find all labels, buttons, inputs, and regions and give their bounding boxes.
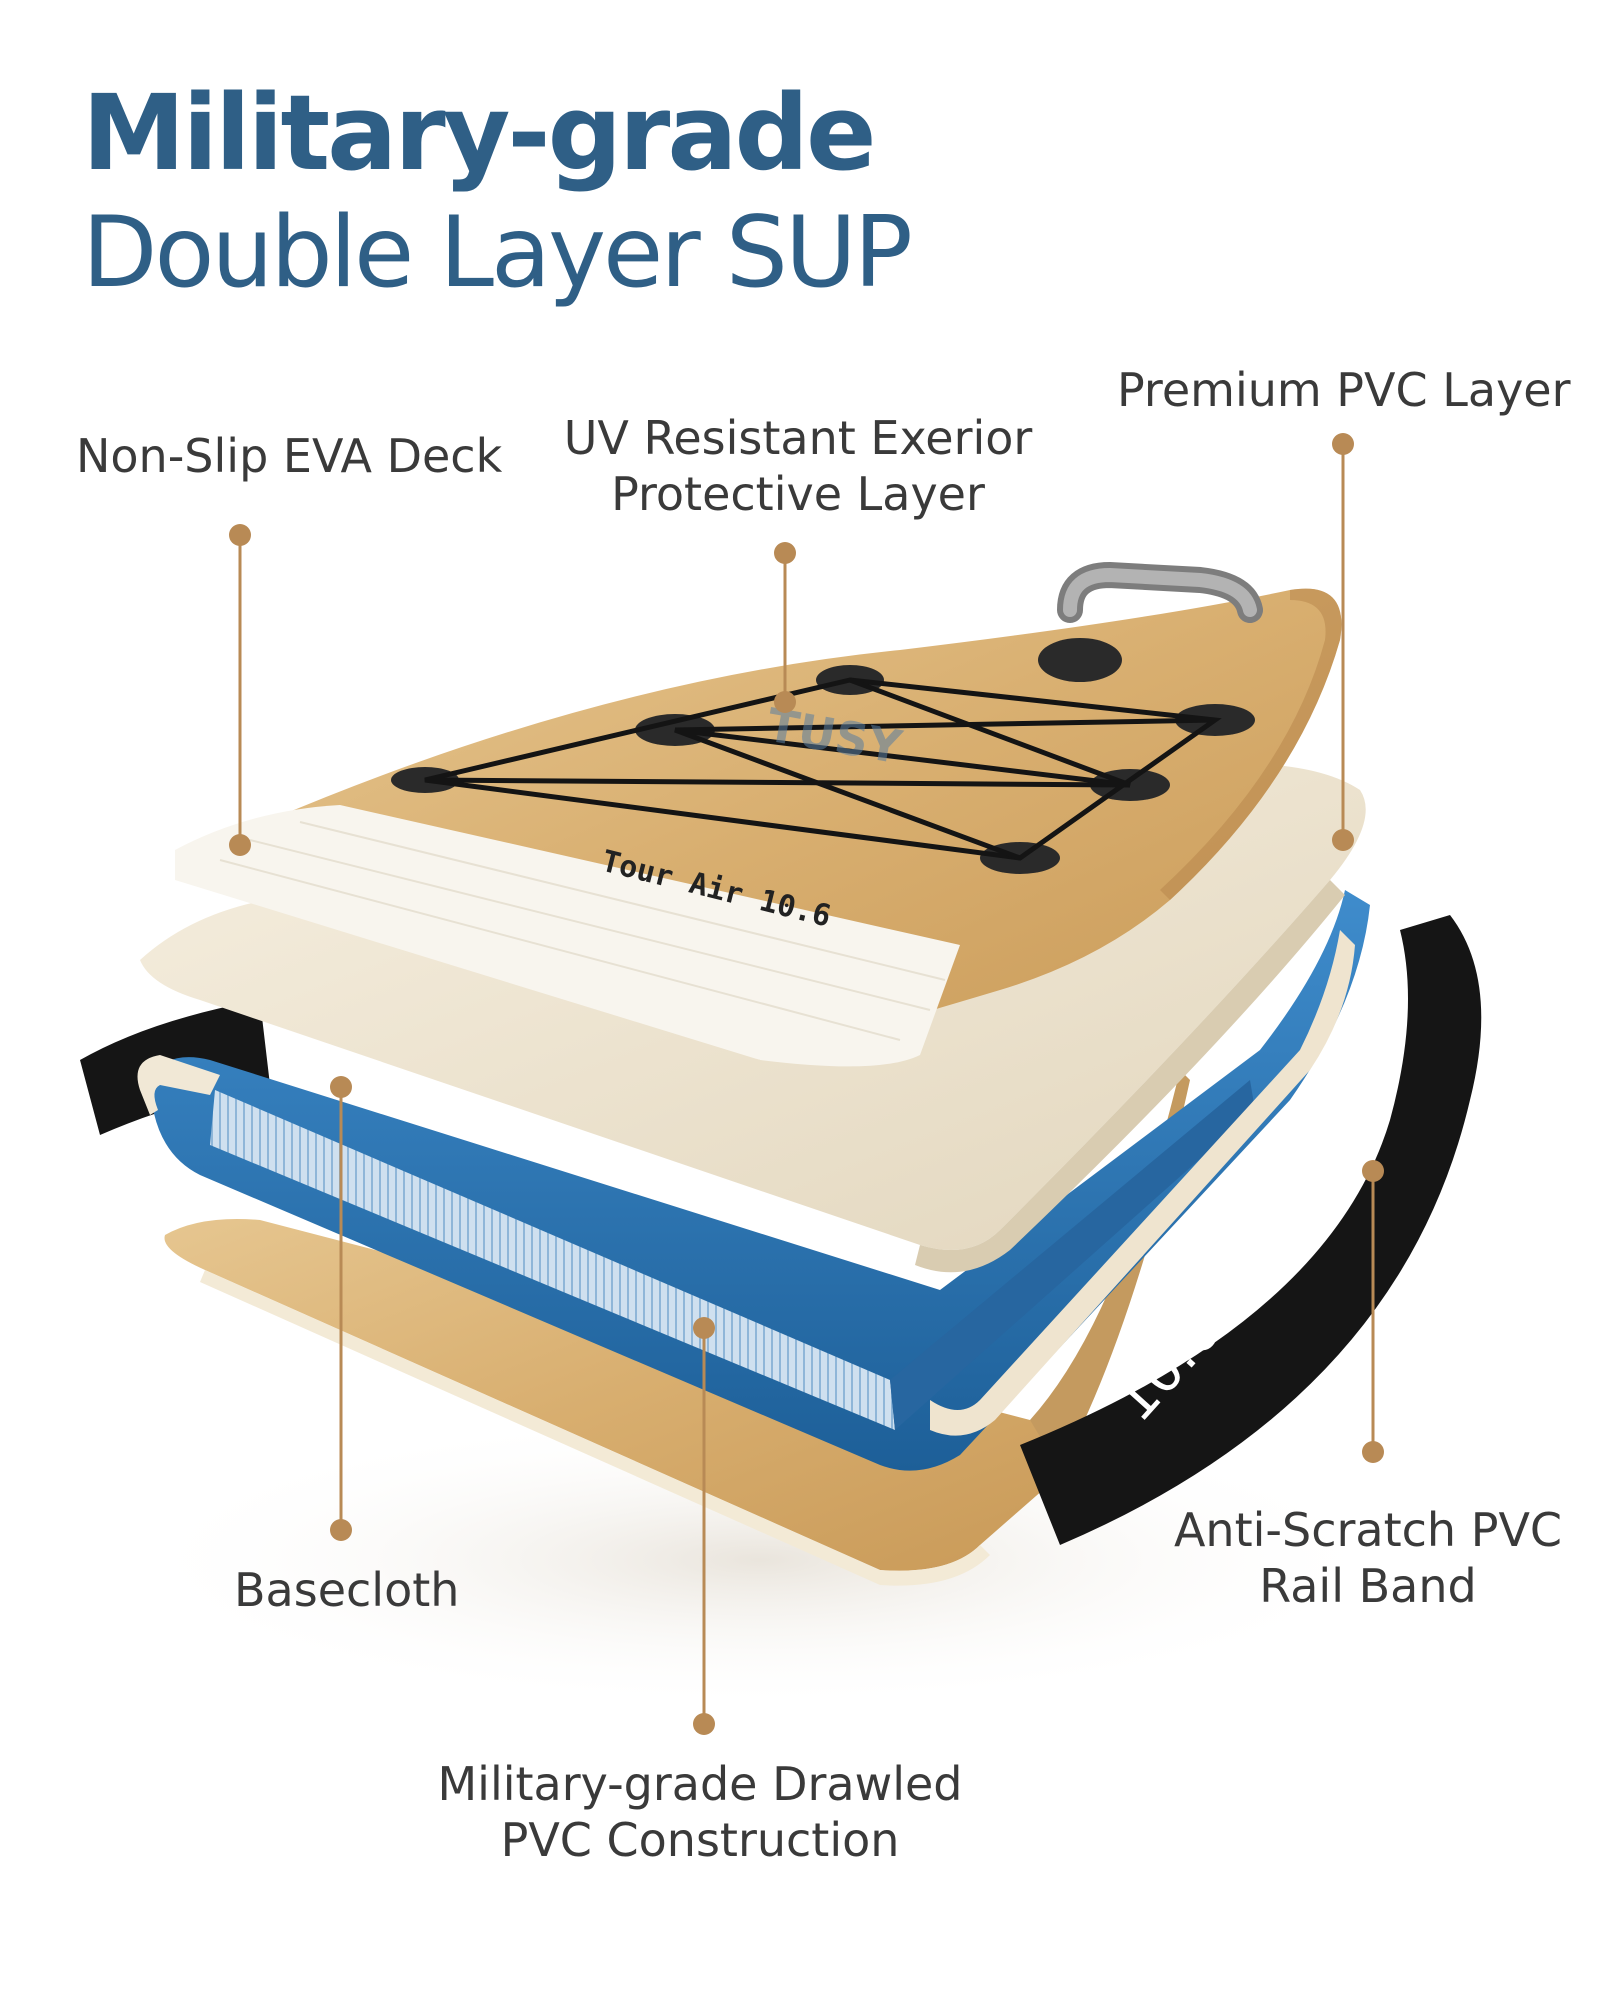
- basecloth-layer: [164, 1070, 1190, 1586]
- label-rail-band-line2: Rail Band: [1259, 1559, 1477, 1613]
- bungee-cords: [424, 677, 1222, 861]
- label-construction: Military-grade Drawled PVC Construction: [437, 1756, 962, 1868]
- label-basecloth: Basecloth: [234, 1563, 460, 1617]
- label-uv-layer-line2: Protective Layer: [611, 467, 985, 521]
- carry-handle: [1057, 561, 1263, 623]
- label-non-slip-deck: Non-Slip EVA Deck: [76, 429, 503, 483]
- label-construction-line2: PVC Construction: [500, 1813, 900, 1867]
- headline-line-2: Double Layer SUP: [82, 196, 913, 310]
- label-premium-pvc: Premium PVC Layer: [1117, 363, 1571, 417]
- headline-line-1: Military-grade: [82, 72, 876, 194]
- leader-lines: [229, 433, 1384, 1735]
- label-rail-band-line1: Anti-Scratch PVC: [1173, 1503, 1563, 1557]
- label-construction-line1: Military-grade Drawled: [437, 1757, 963, 1811]
- label-rail-band: Anti-Scratch PVC Rail Band: [1174, 1502, 1562, 1614]
- label-uv-layer-line1: UV Resistant Exerior: [563, 411, 1033, 465]
- label-uv-layer: UV Resistant Exerior Protective Layer: [564, 410, 1033, 522]
